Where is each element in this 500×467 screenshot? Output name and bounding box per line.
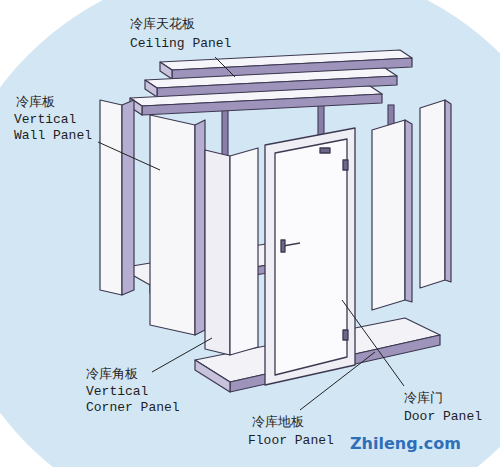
part-label: 冷库地板 [252, 414, 304, 430]
part-label: Ceiling Panel [130, 36, 231, 52]
part-label: Floor Panel [248, 433, 334, 449]
leader-lines [98, 57, 404, 410]
part-label: Door Panel [404, 409, 482, 425]
part-label: 冷库角板 [86, 366, 138, 382]
part-label: 冷库天花板 [130, 16, 195, 32]
door [265, 128, 355, 385]
part-label: Vertical Corner Panel [86, 384, 190, 417]
part-label: 冷库板 [16, 94, 55, 110]
watermark: Zhileng.com [350, 434, 461, 454]
ceiling-panels [130, 50, 412, 115]
part-label: 冷库门 [404, 390, 443, 406]
part-label: Vertical Wall Panel [14, 112, 98, 145]
